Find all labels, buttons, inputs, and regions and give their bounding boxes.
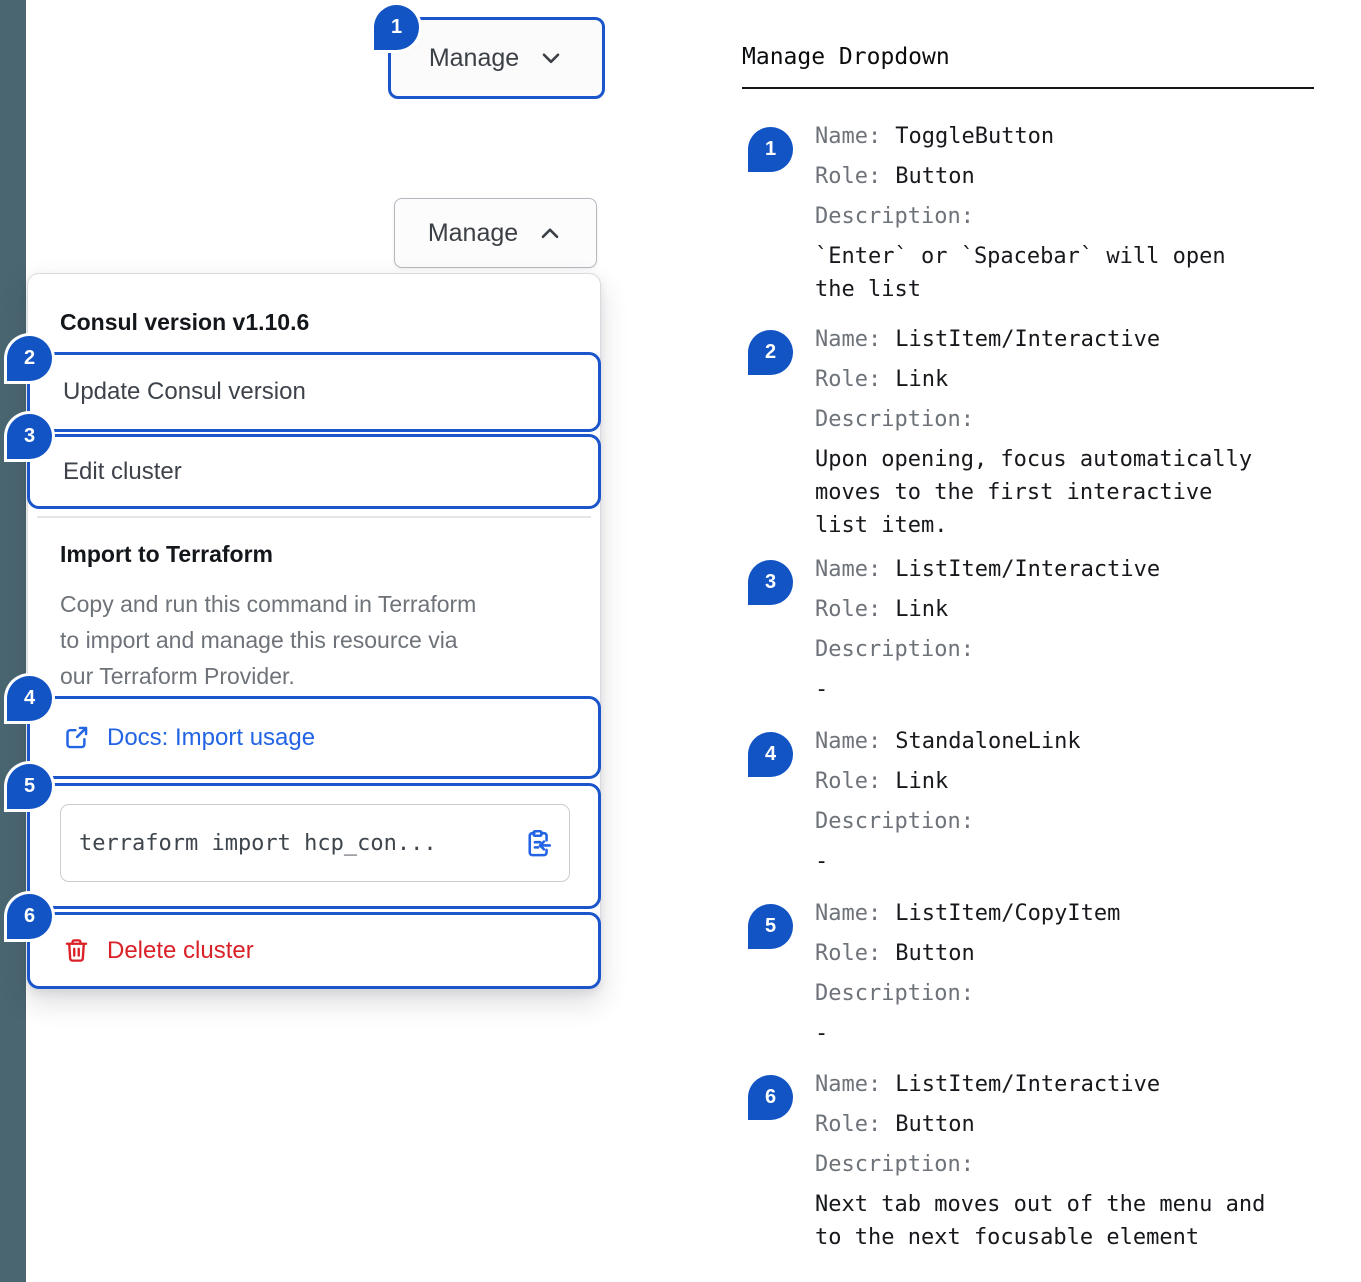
legend-badge-5: 5 <box>748 904 793 949</box>
menu-item-label: Update Consul version <box>63 378 306 405</box>
description-label: Description: <box>815 407 974 432</box>
legend-badge-3: 3 <box>748 560 793 605</box>
annotation-badge-5: 5 <box>7 764 52 809</box>
legend-badge-1: 1 <box>748 127 793 172</box>
name-label: Name: <box>815 557 882 582</box>
annotation-badge-3: 3 <box>7 414 52 459</box>
name-value: ListItem/Interactive <box>895 557 1161 582</box>
role-label: Role: <box>815 1112 882 1137</box>
name-label: Name: <box>815 729 882 754</box>
copy-command-field[interactable]: terraform import hcp_con... <box>60 804 570 882</box>
menu-item-edit-cluster[interactable]: Edit cluster <box>27 434 601 509</box>
role-value: Link <box>895 367 949 392</box>
role-value: Button <box>895 1112 975 1137</box>
import-terraform-description: Copy and run this command in Terraform t… <box>60 591 477 689</box>
app-side-strip <box>0 0 26 1282</box>
description-label: Description: <box>815 981 974 1006</box>
description-label: Description: <box>815 637 974 662</box>
name-value: ListItem/CopyItem <box>895 901 1121 926</box>
manage-toggle-label: Manage <box>427 218 519 247</box>
role-label: Role: <box>815 164 882 189</box>
role-value: Link <box>895 769 949 794</box>
legend-item-5: 5 Name: ListItem/CopyItem Role: Button Des… <box>748 894 1293 1050</box>
delete-cluster-label: Delete cluster <box>107 936 254 964</box>
trash-icon <box>63 937 90 964</box>
annotation-badge-2: 2 <box>7 336 52 381</box>
name-label: Name: <box>815 124 882 149</box>
menu-item-label: Edit cluster <box>63 457 182 485</box>
menu-item-delete-cluster[interactable]: Delete cluster <box>27 912 601 989</box>
role-value: Button <box>895 164 975 189</box>
legend-badge-6: 6 <box>748 1075 793 1120</box>
legend-item-3: 3 Name: ListItem/Interactive Role: Link De… <box>748 550 1293 706</box>
name-value: StandaloneLink <box>895 729 1081 754</box>
manage-toggle-label: Manage <box>428 43 520 72</box>
role-label: Role: <box>815 597 882 622</box>
annotation-badge-1: 1 <box>374 5 419 50</box>
description-value: - <box>815 849 829 874</box>
legend-item-2: 2 Name: ListItem/Interactive Role: Link De… <box>748 320 1293 542</box>
name-value: ListItem/Interactive <box>895 327 1161 352</box>
chevron-down-icon <box>538 45 564 71</box>
legend-item-4: 4 Name: StandaloneLink Role: Link Descript… <box>748 722 1293 878</box>
description-value: Next tab moves out of the menu and to th… <box>815 1192 1266 1250</box>
external-link-icon <box>63 724 90 751</box>
description-value: - <box>815 1021 829 1046</box>
legend-badge-2: 2 <box>748 330 793 375</box>
terraform-command-text: terraform import hcp_con... <box>79 830 437 856</box>
role-label: Role: <box>815 769 882 794</box>
import-terraform-header: Import to Terraform <box>60 541 273 567</box>
name-value: ToggleButton <box>895 124 1055 149</box>
legend-title: Manage Dropdown <box>742 44 950 70</box>
chevron-up-icon <box>537 220 563 246</box>
description-value: Upon opening, focus automatically moves … <box>815 447 1253 538</box>
menu-item-update-consul-version[interactable]: Update Consul version <box>27 352 601 432</box>
role-value: Link <box>895 597 949 622</box>
description-value: `Enter` or `Spacebar` will open the list <box>815 244 1226 302</box>
manage-toggle-button-open[interactable]: Manage <box>394 198 597 268</box>
annotation-badge-4: 4 <box>7 676 52 721</box>
description-label: Description: <box>815 204 974 229</box>
menu-item-copy-terraform-command[interactable]: terraform import hcp_con... <box>27 783 601 909</box>
name-label: Name: <box>815 901 882 926</box>
name-label: Name: <box>815 1072 882 1097</box>
legend-item-1: 1 Name: ToggleButton Role: Button Descript… <box>748 117 1293 306</box>
role-label: Role: <box>815 367 882 392</box>
clipboard-copy-icon[interactable] <box>522 828 553 859</box>
menu-divider <box>37 516 591 518</box>
menu-item-docs-import-usage[interactable]: Docs: Import usage <box>27 696 601 779</box>
consul-version-header: Consul version v1.10.6 <box>60 309 310 335</box>
legend-rule <box>742 87 1314 89</box>
legend-item-6: 6 Name:ListItem/Interactive Role:Button … <box>748 1065 1293 1254</box>
name-value: ListItem/Interactive <box>895 1072 1161 1097</box>
manage-toggle-button-closed[interactable]: Manage <box>388 17 605 99</box>
role-value: Button <box>895 941 975 966</box>
name-label: Name: <box>815 327 882 352</box>
role-label: Role: <box>815 941 882 966</box>
description-value: - <box>815 677 829 702</box>
legend-badge-4: 4 <box>748 732 793 777</box>
description-label: Description: <box>815 809 974 834</box>
description-label: Description: <box>815 1152 974 1177</box>
annotation-badge-6: 6 <box>7 894 52 939</box>
docs-link-label: Docs: Import usage <box>107 723 316 751</box>
